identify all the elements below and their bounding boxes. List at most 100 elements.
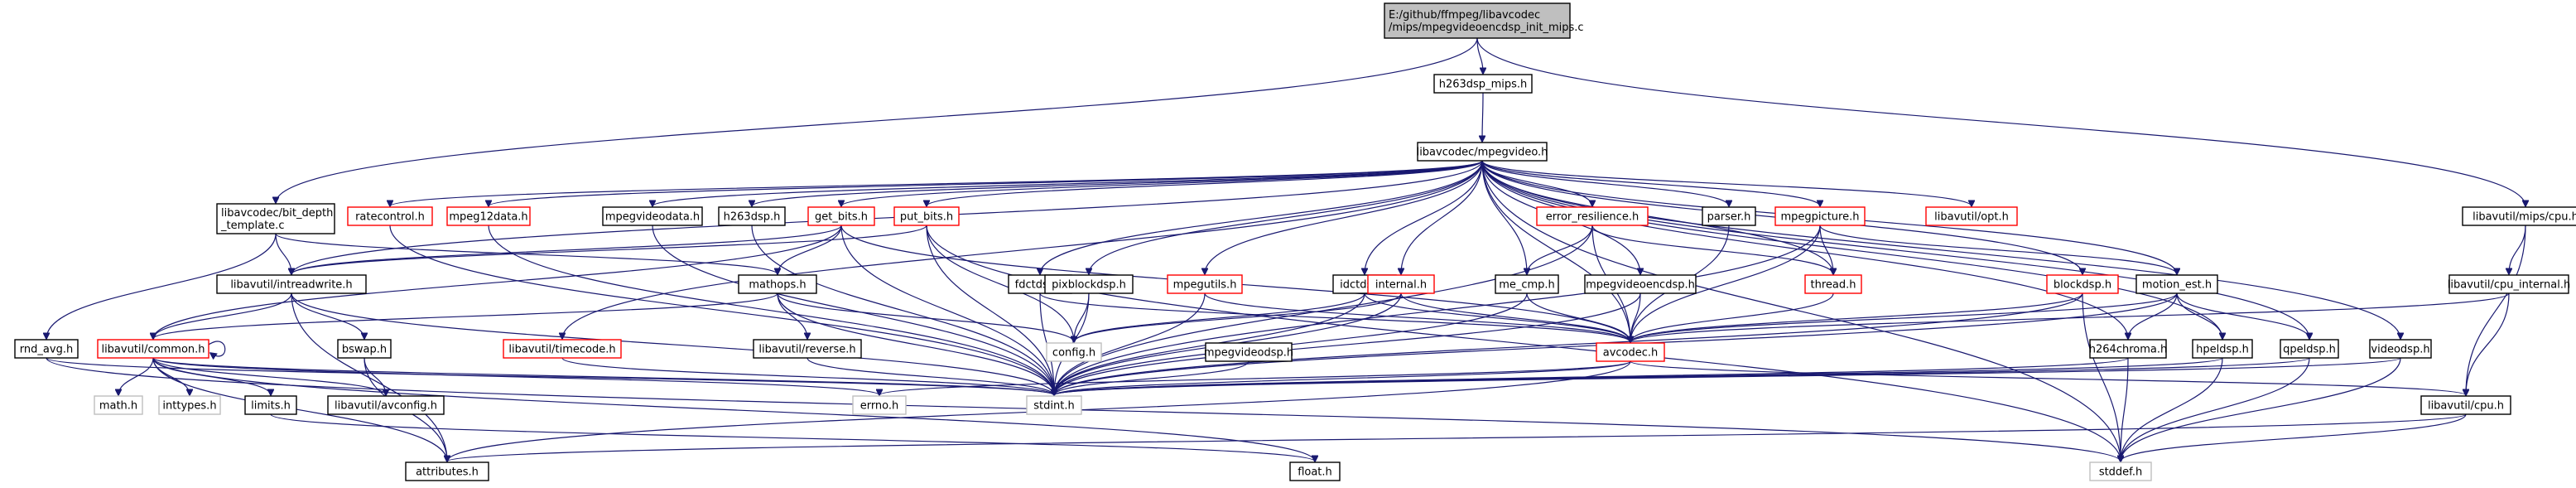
node-box — [158, 395, 221, 415]
edge-intreadwrite-to-stdint — [291, 292, 1054, 395]
node-box — [216, 274, 367, 294]
node-me_cmp[interactable]: me_cmp.h — [1495, 274, 1559, 294]
edge-layer — [46, 37, 2526, 461]
node-box — [1584, 274, 1697, 294]
node-avcodec[interactable]: avcodec.h — [1596, 342, 1665, 362]
node-box — [503, 339, 622, 359]
node-rnd_avg[interactable]: rnd_avg.h — [14, 339, 79, 359]
node-get_bits[interactable]: get_bits.h — [807, 206, 875, 226]
node-mpegvideodsp[interactable]: mpegvideodsp.h — [1204, 342, 1293, 362]
node-error_resilience[interactable]: error_resilience.h — [1536, 206, 1649, 226]
node-put_bits[interactable]: put_bits.h — [893, 206, 960, 226]
node-label: avcodec.h — [1603, 347, 1659, 360]
node-mips_cpu[interactable]: libavutil/mips/cpu.h — [2462, 206, 2576, 226]
node-h264chroma[interactable]: h264chroma.h — [2089, 339, 2167, 359]
node-label: mathops.h — [749, 279, 806, 292]
node-attributes[interactable]: attributes.h — [405, 461, 489, 481]
node-box — [244, 395, 297, 415]
node-limits[interactable]: limits.h — [244, 395, 297, 415]
node-box — [216, 203, 335, 234]
node-box — [2135, 274, 2218, 294]
edge-mips_cpu-to-cpu_internal — [2509, 225, 2526, 274]
node-label: _template.c — [220, 220, 284, 232]
node-mpegvideo[interactable]: libavcodec/mpegvideo.h — [1417, 142, 1548, 162]
node-bswap[interactable]: bswap.h — [337, 339, 392, 359]
edge-blockdsp-to-stddef — [2082, 292, 2121, 461]
edge-mpegvideo-to-hpeldsp — [1481, 160, 2222, 339]
node-label: error_resilience.h — [1546, 211, 1639, 224]
edge-common-to-attributes — [152, 357, 447, 461]
node-intreadwrite[interactable]: libavutil/intreadwrite.h — [216, 274, 367, 294]
edge-mpeg12data-to-stdint — [488, 225, 1054, 395]
node-box — [1044, 274, 1134, 294]
edge-lavu_cpu-to-attributes — [447, 413, 2467, 461]
edge-h263dsp_mips-to-mpegvideo — [1482, 92, 1483, 142]
node-box — [1702, 206, 1756, 226]
node-label: h263dsp_mips.h — [1439, 79, 1528, 91]
edge-put_bits-to-stdint — [926, 225, 1054, 395]
edge-videodsp-to-stddef — [2121, 357, 2401, 461]
node-reverse[interactable]: libavutil/reverse.h — [753, 339, 862, 359]
node-mpegvideoencdsp[interactable]: mpegvideoencdsp.h — [1584, 274, 1697, 294]
edge-motion_est-to-hpeldsp — [2176, 292, 2222, 339]
edge-videodsp-to-stdint — [1054, 357, 2401, 395]
edge-put_bits-to-config — [926, 225, 1074, 342]
node-mpeg12data[interactable]: mpeg12data.h — [446, 206, 531, 226]
node-parser[interactable]: parser.h — [1702, 206, 1756, 226]
node-box — [1289, 461, 1341, 481]
edge-error_resilience-to-thread — [1591, 225, 1833, 274]
node-h263dsp[interactable]: h263dsp.h — [718, 206, 786, 226]
node-math[interactable]: math.h — [94, 395, 143, 415]
edge-mpegvideodata-to-stdint — [652, 225, 1054, 395]
node-box — [2046, 274, 2119, 294]
node-label: libavcodec/bit_depth — [221, 207, 333, 220]
edge-get_bits-to-stdint — [840, 225, 1054, 395]
node-label: mpegpicture.h — [1781, 211, 1860, 224]
node-hpeldsp[interactable]: hpeldsp.h — [2192, 339, 2253, 359]
node-label: libavcodec/mpegvideo.h — [1417, 147, 1548, 159]
node-mpegutils[interactable]: mpegutils.h — [1167, 274, 1243, 294]
node-mathops[interactable]: mathops.h — [738, 274, 817, 294]
node-box — [1205, 342, 1293, 362]
node-opt[interactable]: libavutil/opt.h — [1925, 206, 2018, 226]
node-internal[interactable]: internal.h — [1367, 274, 1435, 294]
node-lavu_cpu[interactable]: libavutil/cpu.h — [2420, 395, 2511, 415]
node-config[interactable]: config.h — [1046, 342, 1102, 362]
edge-cpu_internal-to-avcodec — [1630, 292, 2510, 342]
node-label: /mips/mpegvideoencdsp_init_mips.c — [1389, 22, 1584, 34]
node-mpegvideodata[interactable]: mpegvideodata.h — [602, 206, 703, 226]
edge-mathops-to-config — [777, 292, 1074, 342]
node-box — [2369, 339, 2432, 359]
node-inttypes[interactable]: inttypes.h — [158, 395, 221, 415]
node-blockdsp[interactable]: blockdsp.h — [2046, 274, 2119, 294]
node-cpu_internal[interactable]: libavutil/cpu_internal.h — [2448, 274, 2570, 294]
edge-avcodec-to-errno — [879, 360, 1631, 395]
edge-error_resilience-to-stdint — [1054, 225, 1593, 395]
edge-put_bits-to-intreadwrite — [291, 225, 927, 274]
node-errno[interactable]: errno.h — [852, 395, 907, 415]
node-stddef[interactable]: stddef.h — [2089, 461, 2152, 481]
node-avconfig[interactable]: libavutil/avconfig.h — [327, 395, 445, 415]
node-label: mpeg12data.h — [449, 211, 527, 224]
node-stdint[interactable]: stdint.h — [1026, 395, 1082, 415]
node-thread[interactable]: thread.h — [1804, 274, 1862, 294]
node-h263dsp_mips[interactable]: h263dsp_mips.h — [1433, 74, 1533, 94]
edge-mpegvideo-to-pixblockdsp — [1089, 160, 1483, 274]
node-float[interactable]: float.h — [1289, 461, 1341, 481]
edge-mips_cpu-to-lavu_cpu — [2466, 225, 2526, 395]
node-label: limits.h — [251, 400, 291, 413]
node-bitdepth[interactable]: libavcodec/bit_depth_template.c — [216, 203, 335, 234]
node-mpegpicture[interactable]: mpegpicture.h — [1774, 206, 1866, 226]
node-label: math.h — [99, 400, 137, 413]
node-motion_est[interactable]: motion_est.h — [2135, 274, 2218, 294]
node-box — [1433, 74, 1533, 94]
edge-thread-to-avcodec — [1630, 292, 1834, 342]
node-box — [14, 339, 79, 359]
node-ratecontrol[interactable]: ratecontrol.h — [347, 206, 433, 226]
edge-mpegvideo-to-qpeldsp — [1481, 160, 2309, 339]
node-timecode[interactable]: libavutil/timecode.h — [503, 339, 622, 359]
node-videodsp[interactable]: videodsp.h — [2369, 339, 2432, 359]
node-common[interactable]: libavutil/common.h — [97, 339, 209, 359]
node-qpeldsp[interactable]: qpeldsp.h — [2280, 339, 2339, 359]
node-pixblockdsp[interactable]: pixblockdsp.h — [1044, 274, 1134, 294]
